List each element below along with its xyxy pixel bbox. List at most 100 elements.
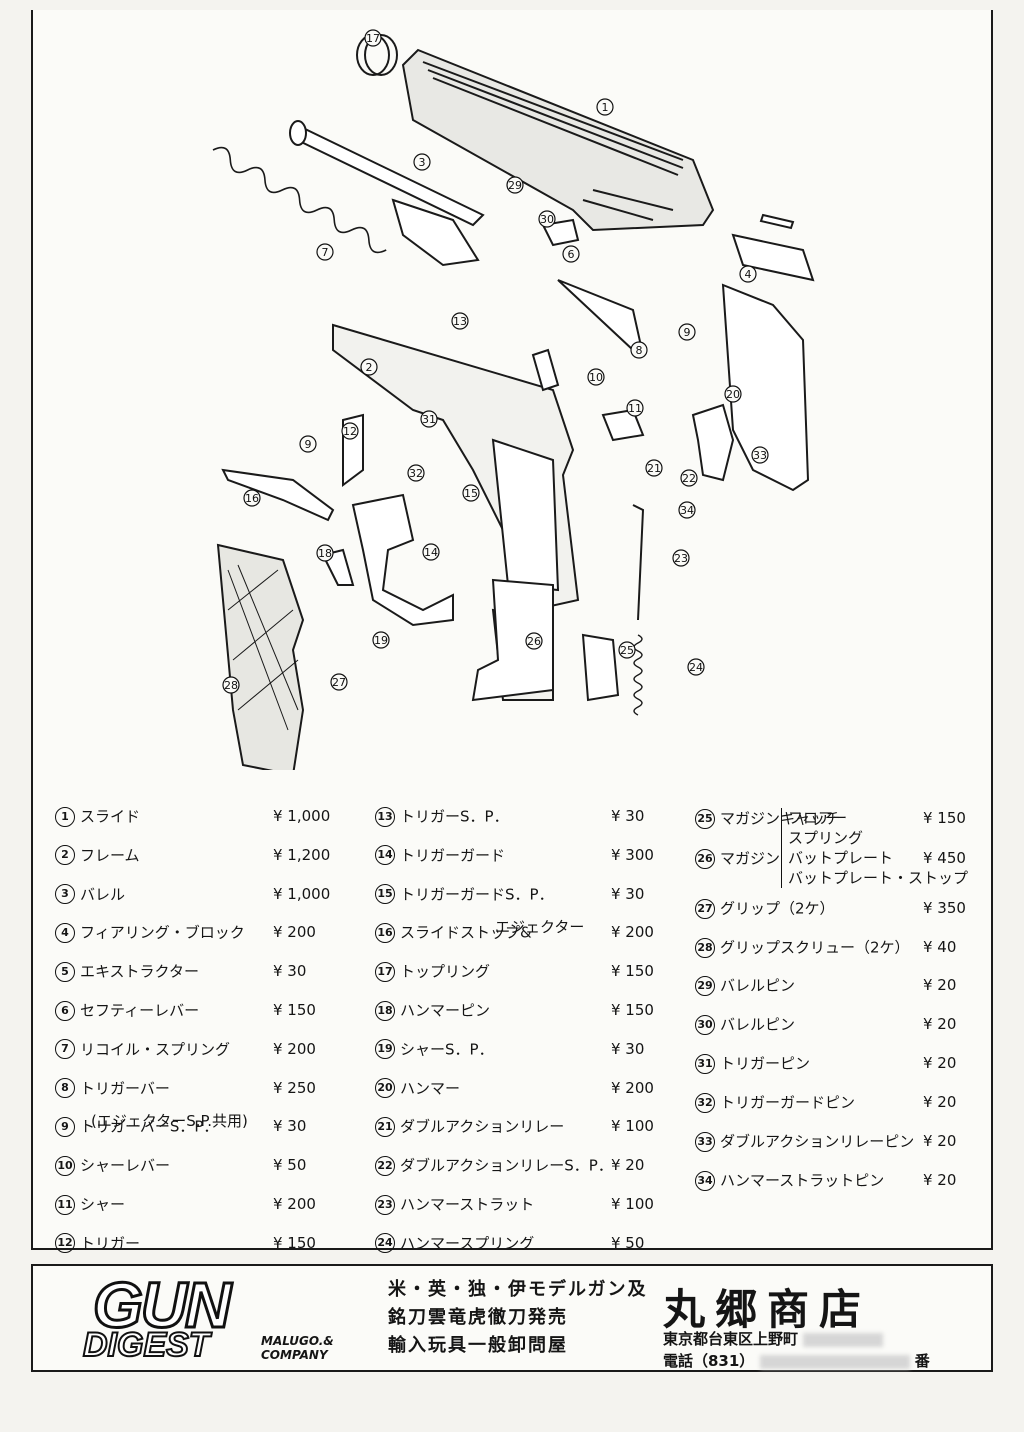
gun-digest-logo: GUN DIGEST MALUGO.& COMPANY (82, 1268, 363, 1366)
part-number: 34 (695, 1170, 715, 1191)
part-number: 30 (695, 1014, 715, 1035)
part-name: ハンマーストラット (400, 1195, 535, 1214)
callout-circle (678, 323, 696, 341)
barrel-part (289, 120, 485, 267)
slogan-line: 米・英・独・伊モデルガン及 (388, 1279, 648, 1300)
part-name: セフティーレバー (80, 1001, 200, 1020)
part-price: ¥ 20 (923, 1171, 957, 1189)
part-price: ¥ 50 (611, 1233, 645, 1252)
part-name: ハンマーピン (400, 1001, 491, 1020)
part-name: リコイル・スプリング (80, 1040, 231, 1059)
slogan-line: 銘刀雲竜虎徹刀発売 (388, 1307, 568, 1328)
part-price: ¥ 150 (611, 962, 654, 981)
slide-part (401, 48, 715, 232)
part-price: ¥ 20 (611, 1156, 645, 1175)
part-price: ¥ 1,000 (273, 884, 331, 903)
callout-number: 20 (726, 388, 740, 401)
blurred-phone (759, 1354, 910, 1369)
callout-circle (739, 265, 757, 283)
part-number: 18 (375, 1000, 395, 1021)
part-name: ダブルアクションリレーS．P． (400, 1156, 613, 1175)
callout-circle (678, 501, 696, 519)
callout-circle (360, 358, 378, 376)
part-number: 32 (695, 1092, 715, 1113)
callout-circle (451, 312, 469, 330)
magazine-subpart: バットプレート (788, 849, 894, 867)
callout-number: 32 (409, 467, 423, 480)
magazine-part (471, 578, 554, 702)
callout-circle (596, 98, 614, 116)
callout-circle (587, 368, 605, 386)
callout-circle (687, 658, 705, 676)
part-name: ハンマー (400, 1079, 461, 1098)
part-row: 17 トップリング ¥ 150 (375, 961, 654, 995)
part-name: ダブルアクションリレーピン (720, 1132, 915, 1151)
callout-number: 29 (508, 179, 522, 192)
part-price: ¥ 20 (923, 1054, 957, 1072)
part-price: ¥ 40 (923, 938, 957, 956)
part-number: 21 (375, 1116, 395, 1137)
callout-circle (506, 176, 524, 194)
part-price: ¥ 100 (611, 1195, 654, 1213)
part-number: 31 (695, 1053, 715, 1074)
callout-number: 23 (674, 552, 688, 565)
callout-number: 12 (343, 425, 357, 438)
grip-right-part (721, 283, 810, 492)
callout-number: 33 (753, 449, 767, 462)
callout-circle (316, 544, 334, 562)
part-price: ¥ 300 (611, 845, 654, 864)
part-name: マガジンキャッチ (720, 809, 841, 828)
magazine-subpart: バットプレート・ストップ (788, 869, 969, 887)
part-number: 17 (375, 961, 395, 982)
callout-circle (562, 245, 580, 263)
shop-footer: GUN DIGEST MALUGO.& COMPANY 米・英・独・伊モデルガン… (31, 1264, 993, 1372)
hammer-strut-parts (632, 504, 645, 716)
part-price: ¥ 30 (611, 807, 645, 825)
part-name: シャー (80, 1195, 126, 1214)
part-number: 3 (55, 884, 75, 905)
part-name: ダブルアクションリレー (400, 1117, 565, 1136)
callout-number: 22 (682, 472, 696, 485)
part-number: 19 (375, 1039, 395, 1060)
part-name: トリガーガードS．P． (400, 885, 554, 904)
callout-circle (413, 153, 431, 171)
phone-line: 電話（831） 番 (663, 1350, 930, 1372)
part-price: ¥ 150 (611, 1001, 654, 1019)
callout-circle (724, 385, 742, 403)
part-number: 33 (695, 1131, 715, 1152)
part-name: トップリング (400, 962, 491, 981)
part-name: スライド (80, 807, 141, 826)
callout-number: 2 (366, 361, 373, 374)
callout-circle (618, 641, 636, 659)
firing-block-part (731, 213, 815, 282)
callout-number: 31 (422, 413, 436, 426)
part-name: グリップスクリュー（2ケ） (720, 938, 910, 957)
trigger-guard-part (351, 493, 454, 627)
part-name: エキストラクター (80, 962, 199, 981)
callout-circle (420, 410, 438, 428)
part-name: フィアリング・ブロック (80, 923, 245, 942)
part-price: ¥ 20 (923, 976, 957, 994)
part-number: 29 (695, 975, 715, 996)
magazine-subpart: フロアー (788, 809, 848, 827)
callout-number: 9 (305, 438, 312, 451)
callout-number: 27 (332, 676, 346, 689)
callout-circle (645, 459, 663, 477)
part-number: 20 (375, 1078, 395, 1099)
part-price: ¥ 50 (273, 1156, 307, 1175)
